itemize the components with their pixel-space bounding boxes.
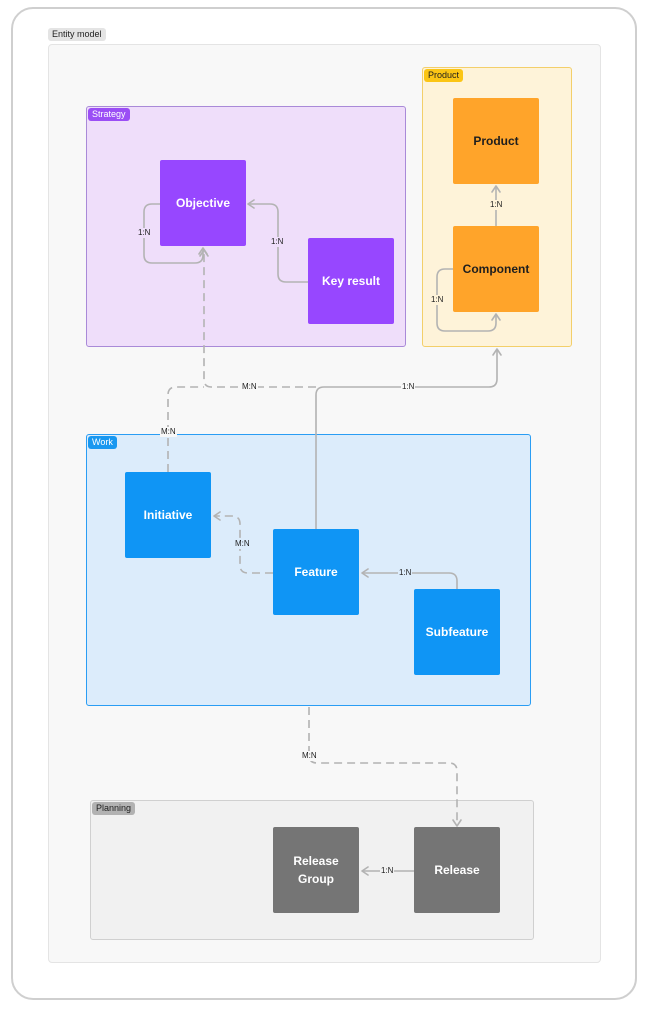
edge-label-objective-self: 1:N bbox=[137, 228, 152, 238]
node-initiative[interactable]: Initiative bbox=[125, 472, 211, 558]
edge-label-feature-initiative: M:N bbox=[234, 539, 251, 549]
node-subfeature[interactable]: Subfeature bbox=[414, 589, 500, 675]
node-product[interactable]: Product bbox=[453, 98, 539, 184]
edge-label-keyresult-objective: 1:N bbox=[270, 237, 285, 247]
edge-label-work-release: M:N bbox=[301, 751, 318, 761]
planning-group-label: Planning bbox=[92, 802, 136, 815]
strategy-group-label: Strategy bbox=[88, 108, 130, 121]
node-objective[interactable]: Objective bbox=[160, 160, 246, 246]
entity-model-title: Entity model bbox=[48, 28, 106, 41]
edge-label-subfeature-feature: 1:N bbox=[398, 568, 413, 578]
work-group-label: Work bbox=[88, 436, 117, 449]
edge-label-initiative-objective: M:N bbox=[160, 427, 177, 437]
edge-label-release-releasegroup: 1:N bbox=[380, 866, 395, 876]
node-release-group[interactable]: Release Group bbox=[273, 827, 359, 913]
node-component[interactable]: Component bbox=[453, 226, 539, 312]
edge-label-feature-component: 1:N bbox=[401, 382, 416, 392]
node-key-result[interactable]: Key result bbox=[308, 238, 394, 324]
node-release[interactable]: Release bbox=[414, 827, 500, 913]
edge-label-component-product: 1:N bbox=[489, 200, 504, 210]
edge-label-feature-objective: M:N bbox=[241, 382, 258, 392]
node-feature[interactable]: Feature bbox=[273, 529, 359, 615]
product-group-label: Product bbox=[424, 69, 464, 82]
edge-label-component-self: 1:N bbox=[430, 295, 445, 305]
